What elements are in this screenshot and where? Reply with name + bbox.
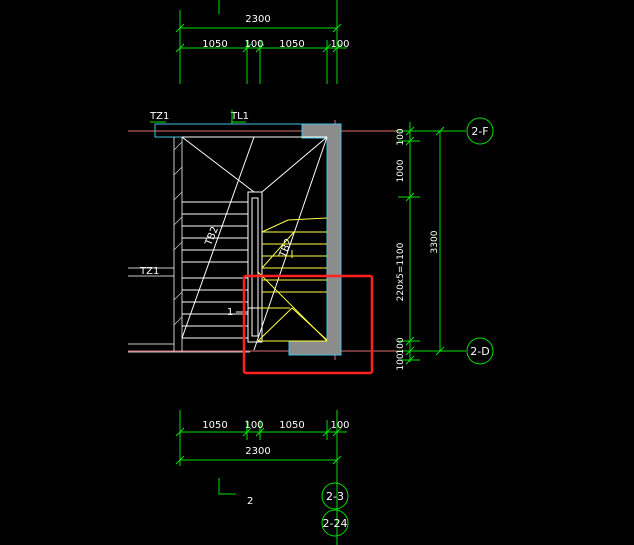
axis-bubble-2-3 bbox=[321, 482, 349, 510]
beam-label-tl1: TL1 bbox=[230, 111, 249, 122]
right-flight bbox=[257, 217, 328, 342]
right-wall bbox=[288, 123, 342, 356]
top-dimension-chain bbox=[175, 0, 347, 84]
axis-label-2-d: 2-D bbox=[470, 345, 489, 358]
bottom-seg-dim: 100 bbox=[244, 420, 263, 431]
top-seg-dim: 100 bbox=[330, 39, 349, 50]
right-total-dim: 3300 bbox=[430, 230, 440, 253]
top-seg-dim: 100 bbox=[244, 39, 263, 50]
axis-label-2-f: 2-F bbox=[471, 125, 488, 138]
right-seg-dim: 220x5=1100 bbox=[396, 242, 406, 301]
bottom-seg-dim: 100 bbox=[330, 420, 349, 431]
left-wall bbox=[128, 137, 250, 353]
right-seg-dim: 100 bbox=[396, 353, 406, 370]
left-wall-hatch bbox=[173, 141, 183, 326]
bottom-total-dim: 2300 bbox=[245, 446, 270, 457]
right-seg-dim: 100 bbox=[396, 337, 406, 354]
bottom-seg-dim: 1050 bbox=[279, 420, 304, 431]
right-seg-dim: 1000 bbox=[396, 159, 406, 182]
top-seg-dim: 1050 bbox=[202, 39, 227, 50]
axis-bubble-2-24 bbox=[321, 509, 349, 537]
column-label-tz1-left: TZ1 bbox=[139, 266, 159, 277]
axis-label-2-24: 2-24 bbox=[323, 517, 348, 530]
top-total-dim: 2300 bbox=[245, 14, 270, 25]
axis-bubbles bbox=[321, 117, 494, 537]
stair-well bbox=[247, 191, 263, 343]
bottom-seg-dim: 1050 bbox=[202, 420, 227, 431]
axis-bubble-2-d bbox=[466, 337, 494, 365]
top-seg-dim: 1050 bbox=[279, 39, 304, 50]
section-mark-label: 1 bbox=[227, 307, 233, 318]
highlight-box bbox=[242, 274, 374, 375]
axis-bubble-2-f bbox=[466, 117, 494, 145]
beam-label-tz1: TZ1 bbox=[149, 111, 169, 122]
axis-lines bbox=[128, 120, 466, 360]
bottom-dimension-chain bbox=[175, 410, 347, 545]
bottom-mark-label: 2 bbox=[247, 496, 253, 507]
axis-label-2-3: 2-3 bbox=[326, 490, 344, 503]
right-seg-dim: 100 bbox=[396, 128, 406, 145]
right-dimension-chain bbox=[398, 122, 450, 365]
